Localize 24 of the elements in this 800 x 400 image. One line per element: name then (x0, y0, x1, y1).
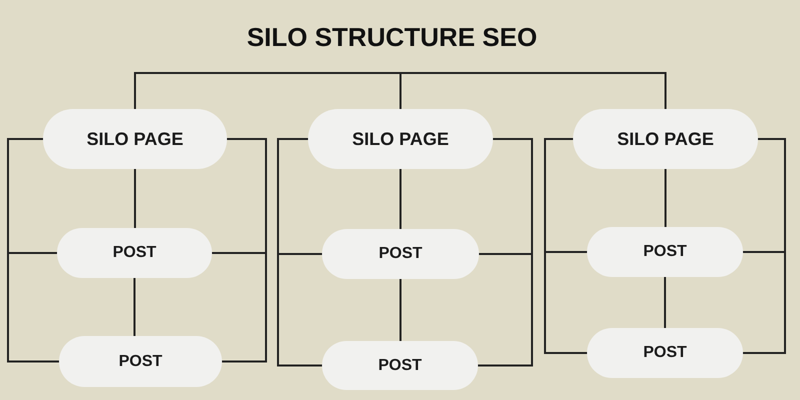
connector-line (400, 72, 666, 110)
connector-line (211, 252, 267, 362)
pill-node: SILO PAGE (43, 109, 227, 169)
connector-line (134, 277, 136, 337)
connector-line (400, 278, 402, 342)
connector-line (477, 253, 533, 366)
connector-line (664, 168, 666, 228)
pill-node: POST (587, 227, 743, 277)
title: SILO STRUCTURE SEO (246, 22, 538, 53)
pill-node: SILO PAGE (573, 109, 758, 169)
connector-line (7, 252, 60, 362)
connector-line (277, 253, 323, 366)
pill-node: POST (322, 341, 478, 390)
pill-node: POST (59, 336, 222, 387)
pill-node: POST (57, 228, 212, 278)
connector-line (664, 276, 666, 329)
pill-node: POST (587, 328, 743, 378)
pill-node: POST (322, 229, 479, 279)
connector-line (400, 168, 402, 230)
pill-node: SILO PAGE (308, 109, 493, 169)
connector-line (742, 251, 786, 354)
connector-line (134, 72, 402, 110)
connector-line (134, 168, 136, 229)
connector-line (544, 251, 588, 354)
